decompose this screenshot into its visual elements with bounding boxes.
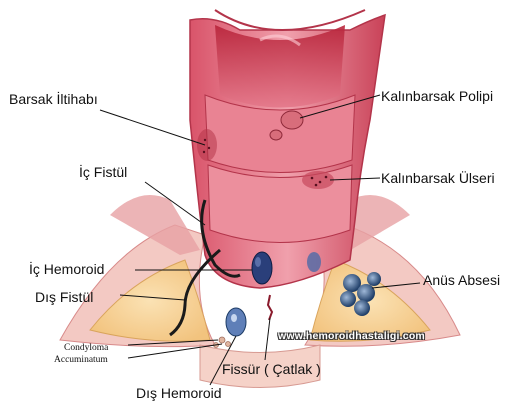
label-condyloma-line2: Accuminatum: [54, 355, 108, 366]
label-dis-fistul: Dış Fistül: [35, 289, 93, 305]
label-ic-hemoroid: İç Hemoroid: [29, 261, 104, 277]
label-ic-fistul: İç Fistül: [79, 164, 127, 180]
watermark-text: www.hemoroidhastaligi.com: [278, 330, 425, 342]
condyloma-marker: [214, 337, 231, 348]
label-kalinbarsak-polipi: Kalınbarsak Polipi: [381, 88, 493, 104]
label-condyloma-line1: Condyloma: [64, 343, 108, 354]
label-dis-hemoroid: Dış Hemoroid: [136, 385, 222, 401]
ulcer-marker: [302, 171, 334, 189]
label-anus-absesi: Anüs Absesi: [423, 272, 500, 288]
fissure-marker: [268, 295, 272, 320]
inflammation-marker: [197, 129, 217, 161]
label-barsak-iltihabi: Barsak İltihabı: [9, 91, 98, 107]
external-hemorrhoid-marker: [226, 308, 246, 336]
label-fissur: Fissür ( Çatlak ): [222, 361, 321, 377]
label-kalinbarsak-ulseri: Kalınbarsak Ülseri: [381, 170, 495, 186]
